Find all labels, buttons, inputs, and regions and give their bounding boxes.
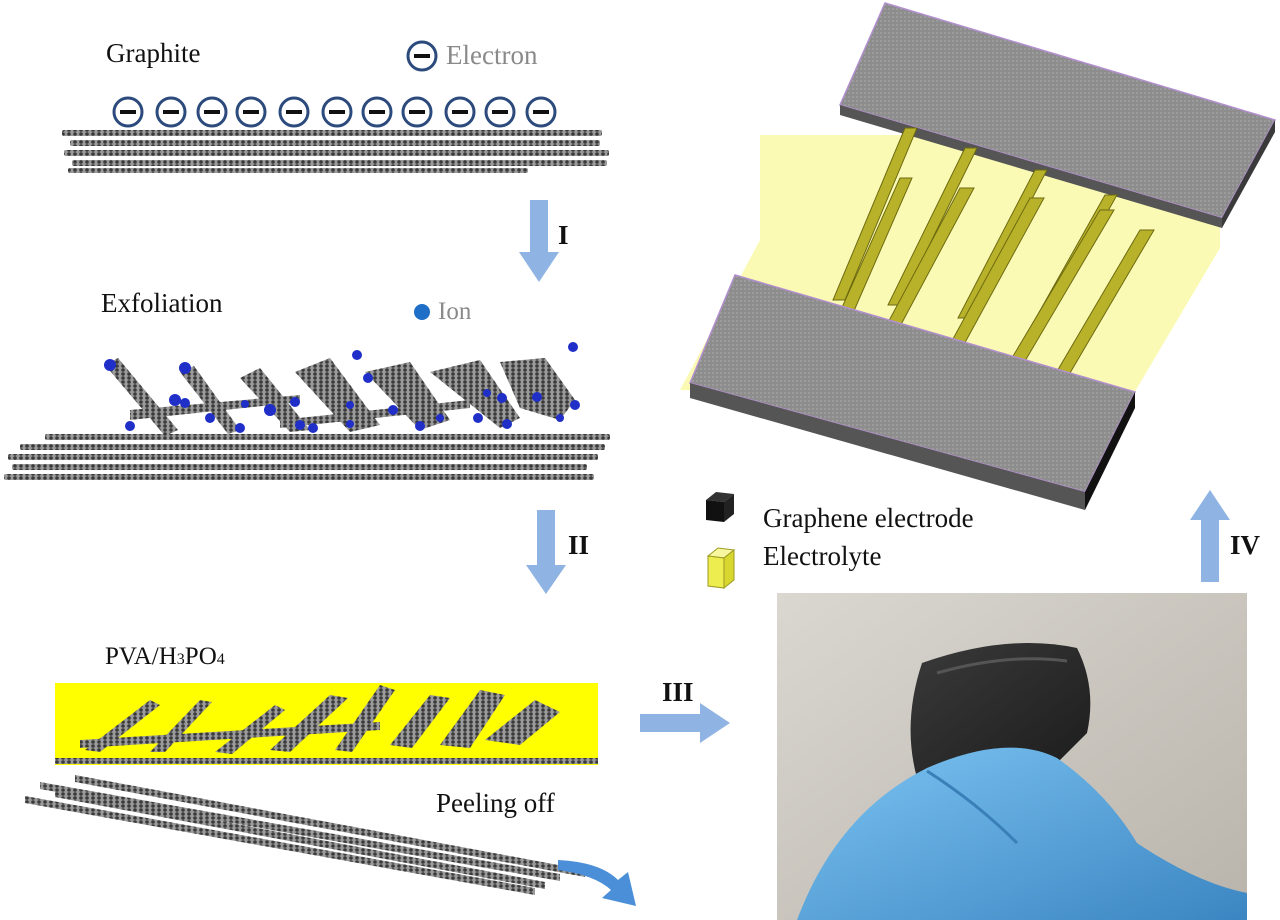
graphene-cube-icon bbox=[706, 492, 734, 522]
device-photo bbox=[777, 593, 1247, 920]
step-1-label: I bbox=[558, 220, 569, 250]
electron-icon bbox=[444, 96, 476, 128]
electron-icon bbox=[235, 96, 267, 128]
electron-legend-label: Electron bbox=[446, 40, 538, 70]
electron-icon bbox=[112, 96, 144, 128]
arrow-step-1 bbox=[519, 200, 559, 282]
step-3-label: III bbox=[662, 677, 694, 707]
electron-icon bbox=[401, 96, 433, 128]
electron-icon bbox=[321, 96, 353, 128]
exfoliation-label: Exfoliation bbox=[101, 288, 223, 318]
gloved-fingers bbox=[797, 747, 1247, 920]
electron-icon bbox=[484, 96, 516, 128]
exfoliated-graphite bbox=[4, 358, 610, 480]
peeled-layers bbox=[25, 775, 585, 895]
ion-icon bbox=[414, 304, 430, 320]
graphite-label: Graphite bbox=[106, 38, 201, 68]
electron-icon bbox=[406, 40, 438, 72]
electron-icon bbox=[525, 96, 557, 128]
electron-icon bbox=[278, 96, 310, 128]
electron-row bbox=[112, 96, 557, 128]
pva-label: PVA/H3PO4 bbox=[105, 643, 225, 670]
peel-arrow bbox=[558, 860, 636, 906]
graphene-film bbox=[910, 643, 1091, 778]
pva-film bbox=[55, 683, 598, 765]
electron-icon bbox=[196, 96, 228, 128]
arrow-step-2 bbox=[526, 510, 566, 594]
arrow-step-4 bbox=[1190, 490, 1230, 582]
step-2-label: II bbox=[568, 530, 590, 560]
electrolyte-cube-icon bbox=[706, 547, 736, 590]
electrolyte-label: Electrolyte bbox=[763, 541, 882, 571]
graphene-electrode-label: Graphene electrode bbox=[763, 503, 974, 533]
step-4-label: IV bbox=[1230, 530, 1261, 560]
electron-icon bbox=[361, 96, 393, 128]
graphite-stack bbox=[62, 130, 609, 173]
peeling-off-label: Peeling off bbox=[436, 788, 555, 818]
supercapacitor-device bbox=[680, 2, 1277, 510]
electron-icon bbox=[155, 96, 187, 128]
ion-cluster bbox=[104, 342, 580, 433]
ion-legend-label: Ion bbox=[438, 298, 472, 325]
arrow-step-3 bbox=[640, 703, 730, 743]
